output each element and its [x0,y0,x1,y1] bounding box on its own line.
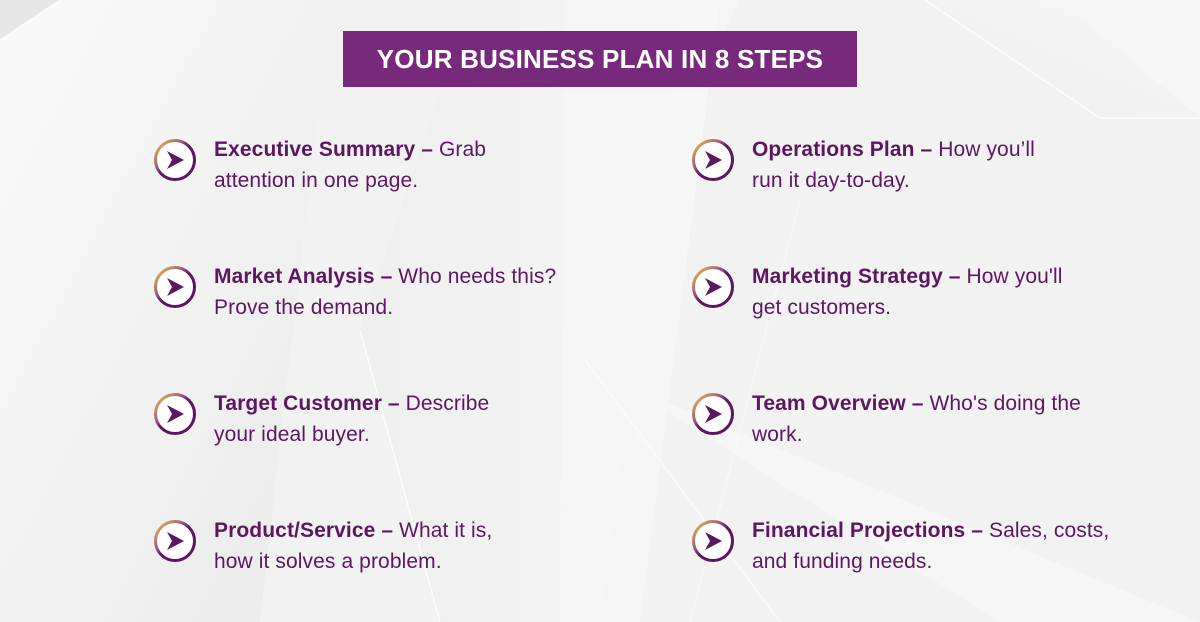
step-title: Target Customer – [214,392,400,415]
step-description: How you’ll run it day-to-day. [752,138,1035,192]
step-description: Who needs this? Prove the demand. [214,265,557,319]
chevron-right-circle-icon [153,392,197,436]
step-description: What it is, how it solves a problem. [214,519,493,573]
step-item-financial-projections: Financial Projections – Sales, costs, an… [691,515,1147,577]
step-item-product-service: Product/Service – What it is, how it sol… [153,515,534,577]
step-item-team-overview: Team Overview – Who's doing the work. [691,388,1082,450]
step-item-executive-summary: Executive Summary – Grab attention in on… [153,134,514,196]
step-description: Grab attention in one page. [214,138,487,192]
chevron-right-circle-icon [691,392,735,436]
page-title: YOUR BUSINESS PLAN IN 8 STEPS [343,31,857,87]
step-item-marketing-strategy: Marketing Strategy – How you'll get cust… [691,261,1097,323]
step-title: Executive Summary – [214,138,434,161]
step-title: Marketing Strategy – [752,265,961,288]
chevron-right-circle-icon [691,138,735,182]
step-item-target-customer: Target Customer – Describe your ideal bu… [153,388,524,450]
step-title: Financial Projections – [752,519,984,542]
step-title: Product/Service – [214,519,394,542]
step-item-market-analysis: Market Analysis – Who needs this? Prove … [153,261,599,323]
step-item-operations-plan: Operations Plan – How you’ll run it day-… [691,134,1067,196]
step-title: Market Analysis – [214,265,393,288]
chevron-right-circle-icon [691,265,735,309]
step-title: Team Overview – [752,392,924,415]
chevron-right-circle-icon [691,519,735,563]
chevron-right-circle-icon [153,138,197,182]
chevron-right-circle-icon [153,265,197,309]
step-description: Describe your ideal buyer. [214,392,490,446]
step-description: Who's doing the work. [752,392,1081,446]
step-description: How you'll get customers. [752,265,1063,319]
step-title: Operations Plan – [752,138,933,161]
chevron-right-circle-icon [153,519,197,563]
step-description: Sales, costs, and funding needs. [752,519,1110,573]
